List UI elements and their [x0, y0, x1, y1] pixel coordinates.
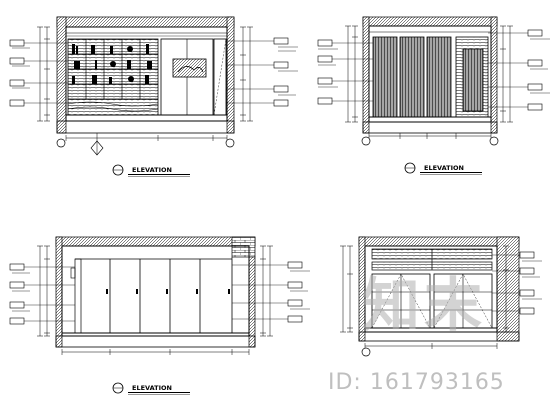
elevation-title-1: ELEVATION	[132, 166, 172, 174]
elevation-title-3: ELEVATION	[132, 384, 172, 392]
elevation-view-2: ELEVATION	[317, 16, 550, 175]
elevation-title-2: ELEVATION	[424, 164, 464, 172]
watermark-logo: 知末	[362, 271, 487, 339]
elevation-view-4	[340, 236, 542, 357]
watermark-id: ID: 161793165	[328, 370, 505, 395]
elevation-view-1: ELEVATION	[9, 16, 298, 177]
elevation-view-3: ELEVATION	[9, 236, 310, 395]
